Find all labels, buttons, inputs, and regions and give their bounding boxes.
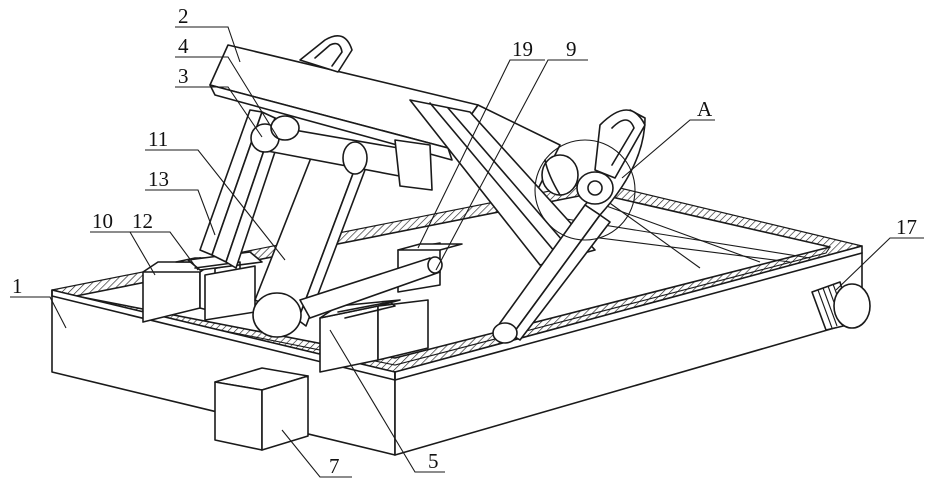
base-frame	[52, 182, 862, 455]
label-11: 11	[148, 127, 168, 151]
external-box	[215, 368, 308, 450]
label-5: 5	[428, 449, 439, 473]
label-12: 12	[132, 209, 153, 233]
label-10: 10	[92, 209, 113, 233]
label-7: 7	[329, 454, 340, 478]
label-19: 19	[512, 37, 533, 61]
label-1: 1	[12, 274, 23, 298]
label-17: 17	[896, 215, 917, 239]
label-4: 4	[178, 34, 189, 58]
label-13: 13	[148, 167, 169, 191]
label-2: 2	[178, 4, 189, 28]
label-9: 9	[566, 37, 577, 61]
label-A: A	[697, 97, 713, 121]
label-3: 3	[178, 64, 189, 88]
